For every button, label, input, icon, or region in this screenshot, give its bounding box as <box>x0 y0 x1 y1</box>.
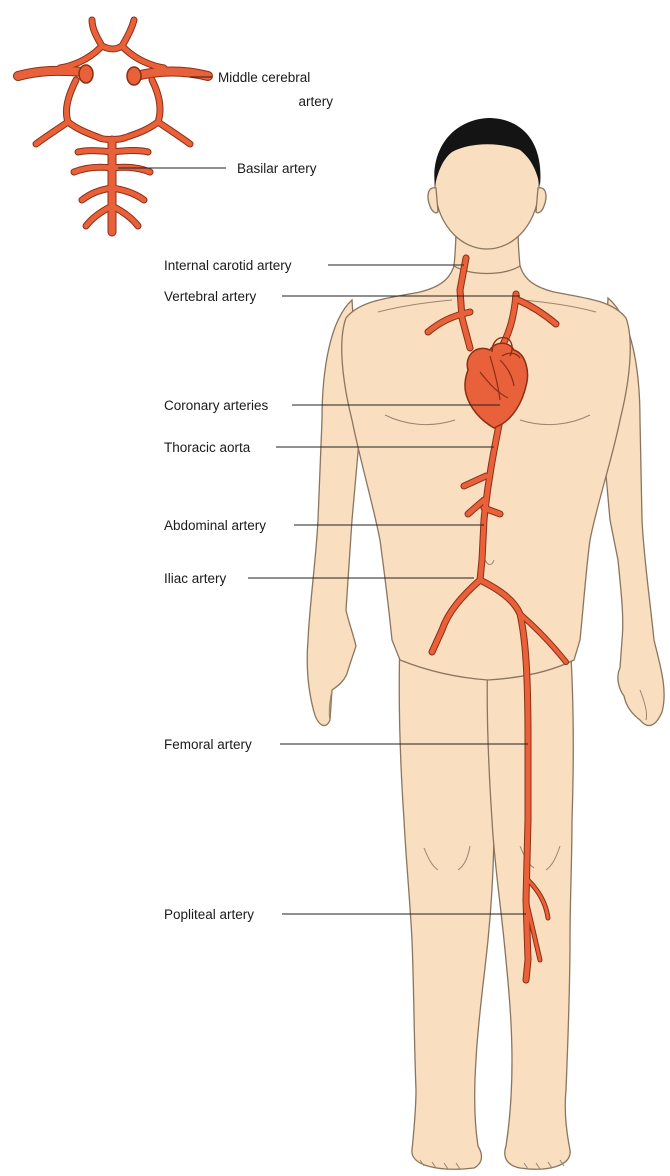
vessel-cut-end-left <box>79 65 93 83</box>
label-vertebral: Vertebral artery <box>164 289 257 304</box>
vessel-cut-end-right <box>127 67 141 85</box>
ear-right <box>428 188 438 213</box>
human-body-figure <box>307 118 664 1169</box>
label-middle-cerebral-line2: artery <box>298 94 333 109</box>
label-basilar: Basilar artery <box>237 161 317 176</box>
labels: Middle cerebral artery Basilar artery In… <box>164 70 333 922</box>
label-popliteal: Popliteal artery <box>164 907 254 922</box>
label-abdominal: Abdominal artery <box>164 518 266 533</box>
label-iliac: Iliac artery <box>164 571 227 586</box>
torso <box>342 262 631 680</box>
label-internal-carotid: Internal carotid artery <box>164 258 292 273</box>
ear-left <box>536 188 546 213</box>
brain-artery-diagram <box>18 20 208 232</box>
right-leg <box>399 640 495 1169</box>
label-thoracic-aorta: Thoracic aorta <box>164 440 251 455</box>
label-coronary: Coronary arteries <box>164 398 269 413</box>
label-femoral: Femoral artery <box>164 737 252 752</box>
label-middle-cerebral-line1: Middle cerebral <box>218 70 310 85</box>
